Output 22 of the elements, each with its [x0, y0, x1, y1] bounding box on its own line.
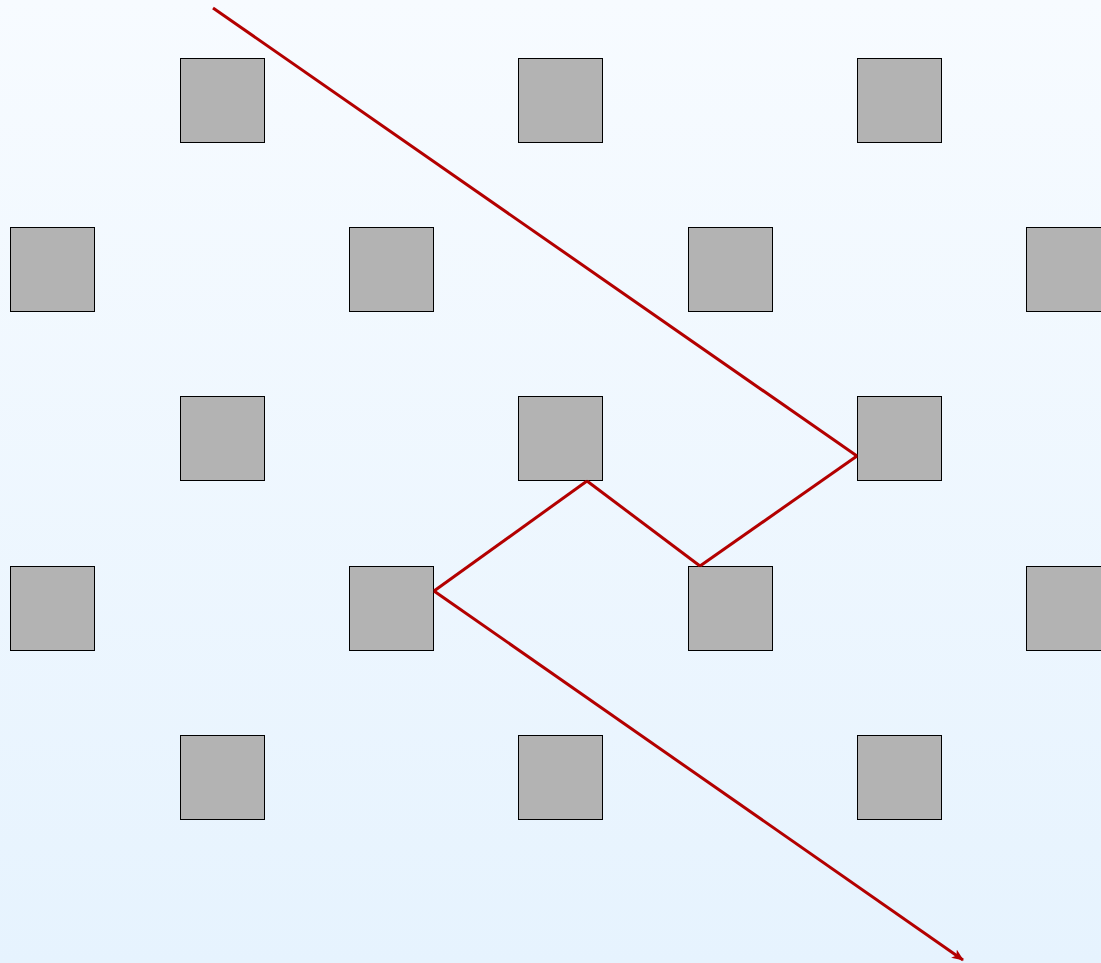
ray-segment — [586, 479, 701, 568]
lattice-square — [10, 566, 95, 651]
lattice-square — [688, 566, 773, 651]
lattice-square — [857, 735, 942, 820]
ray-segment — [433, 479, 588, 593]
lattice-square — [1026, 227, 1101, 312]
lattice-square — [180, 735, 265, 820]
ray-segment — [212, 6, 858, 458]
lattice-square — [180, 58, 265, 143]
lattice-square — [349, 227, 434, 312]
lattice-square — [518, 396, 603, 481]
lattice-square — [857, 396, 942, 481]
lattice-square — [857, 58, 942, 143]
lattice-square — [10, 227, 95, 312]
lattice-square — [180, 396, 265, 481]
lattice-square — [518, 735, 603, 820]
lattice-square — [518, 58, 603, 143]
ray-arrow — [433, 589, 964, 962]
lattice-square — [349, 566, 434, 651]
ray-segment — [699, 454, 858, 568]
lattice-square — [688, 227, 773, 312]
lattice-square — [1026, 566, 1101, 651]
